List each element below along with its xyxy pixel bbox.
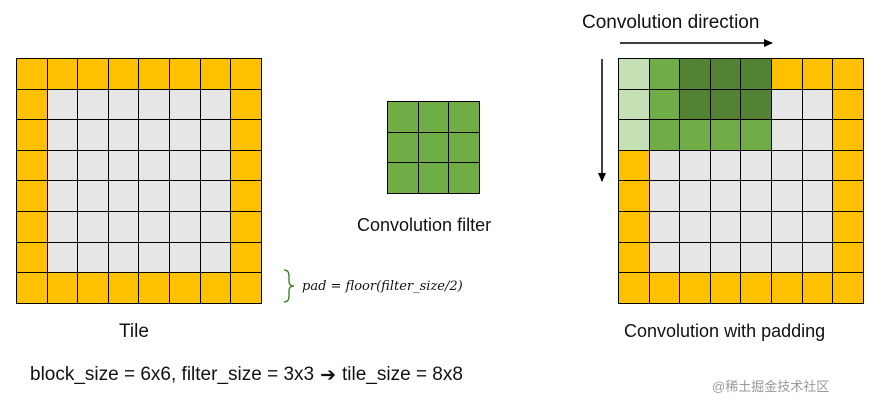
tile-cell [16,211,49,244]
tile-cell [199,211,232,244]
filter-cell [417,101,450,133]
tile-cell [230,58,263,91]
tile-grid [16,58,263,305]
tile-cell [16,149,49,182]
summary-tile-size: tile_size = 8x8 [342,364,463,385]
padded-cell [618,241,651,274]
padded-convolution-grid [618,58,865,305]
size-summary: block_size = 6x6, filter_size = 3x3 ➔ ti… [30,364,463,386]
padded-cell [618,149,651,182]
convolution-direction-caption: Convolution direction [582,12,760,33]
tile-cell [16,272,49,305]
filter-cell [387,131,419,164]
summary-block-filter-size: block_size = 6x6, filter_size = 3x3 [30,364,315,385]
padded-cell [740,180,773,213]
filter-cell [448,162,480,194]
tile-cell [138,211,171,244]
tile-cell [169,241,202,274]
tile-caption: Tile [119,321,149,342]
tile-cell [169,272,202,305]
convolution-filter-grid [387,101,480,194]
summary-arrow-icon: ➔ [320,364,337,386]
tile-cell [230,119,263,152]
tile-cell [107,180,140,213]
tile-cell [16,88,49,121]
convolution-filter-caption: Convolution filter [357,215,492,235]
tile-cell [46,180,79,213]
tile-cell [107,88,140,121]
padded-cell [740,119,773,152]
convolution-with-padding-caption: Convolution with padding [624,321,826,341]
padding-brace [283,269,295,303]
padded-cell [832,211,865,244]
padded-cell [801,241,834,274]
padded-cell [618,58,651,91]
padded-cell [740,272,773,305]
padded-cell [679,211,712,244]
filter-cell [417,162,450,194]
tile-cell [107,272,140,305]
tile-cell [107,149,140,182]
padded-cell [709,58,742,91]
padded-cell [709,119,742,152]
padded-cell [801,211,834,244]
tile-cell [46,58,79,91]
tile-cell [16,119,49,152]
tile-cell [169,180,202,213]
padded-cell [832,149,865,182]
padded-cell [771,149,804,182]
pad-formula: pad = floor(filter_size/2) [302,279,463,294]
padded-cell [679,119,712,152]
padded-cell [832,272,865,305]
padded-cell [832,180,865,213]
padded-cell [648,272,681,305]
padded-cell [648,241,681,274]
padded-cell [801,119,834,152]
filter-cell [448,131,480,164]
filter-cell [417,131,450,164]
padded-cell [679,272,712,305]
padded-cell [679,180,712,213]
tile-cell [77,272,110,305]
padded-cell [832,58,865,91]
tile-cell [46,211,79,244]
tile-cell [138,272,171,305]
tile-cell [230,211,263,244]
tile-cell [77,180,110,213]
tile-cell [46,241,79,274]
tile-cell [230,272,263,305]
tile-cell [230,149,263,182]
tile-cell [107,119,140,152]
padded-cell [618,272,651,305]
watermark: @稀土掘金技术社区 [712,379,830,394]
tile-cell [16,58,49,91]
tile-cell [77,149,110,182]
tile-cell [199,58,232,91]
padded-cell [648,58,681,91]
padded-cell [740,211,773,244]
tile-cell [16,241,49,274]
